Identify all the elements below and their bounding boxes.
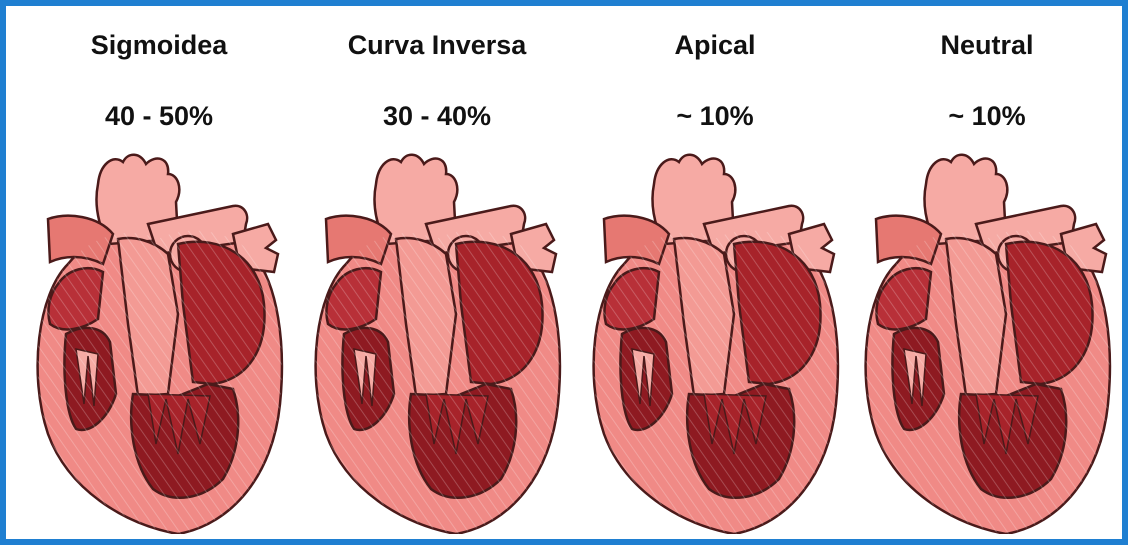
- heart-illustration: [584, 144, 846, 534]
- heart-column-sigmoidea: Sigmoidea 40 - 50%: [18, 6, 300, 545]
- heart-type-percent: ~ 10%: [846, 101, 1128, 132]
- heart-type-percent: 40 - 50%: [18, 101, 300, 132]
- heart-column-curva-inversa: Curva Inversa 30 - 40%: [296, 6, 578, 545]
- heart-column-apical: Apical ~ 10%: [574, 6, 856, 545]
- heart-type-label: Neutral: [846, 30, 1128, 61]
- heart-column-neutral: Neutral ~ 10%: [846, 6, 1128, 545]
- heart-illustration: [28, 144, 290, 534]
- heart-type-label: Sigmoidea: [18, 30, 300, 61]
- heart-type-label: Curva Inversa: [296, 30, 578, 61]
- heart-illustration: [306, 144, 568, 534]
- heart-type-percent: 30 - 40%: [296, 101, 578, 132]
- heart-type-label: Apical: [574, 30, 856, 61]
- heart-illustration: [856, 144, 1118, 534]
- heart-type-percent: ~ 10%: [574, 101, 856, 132]
